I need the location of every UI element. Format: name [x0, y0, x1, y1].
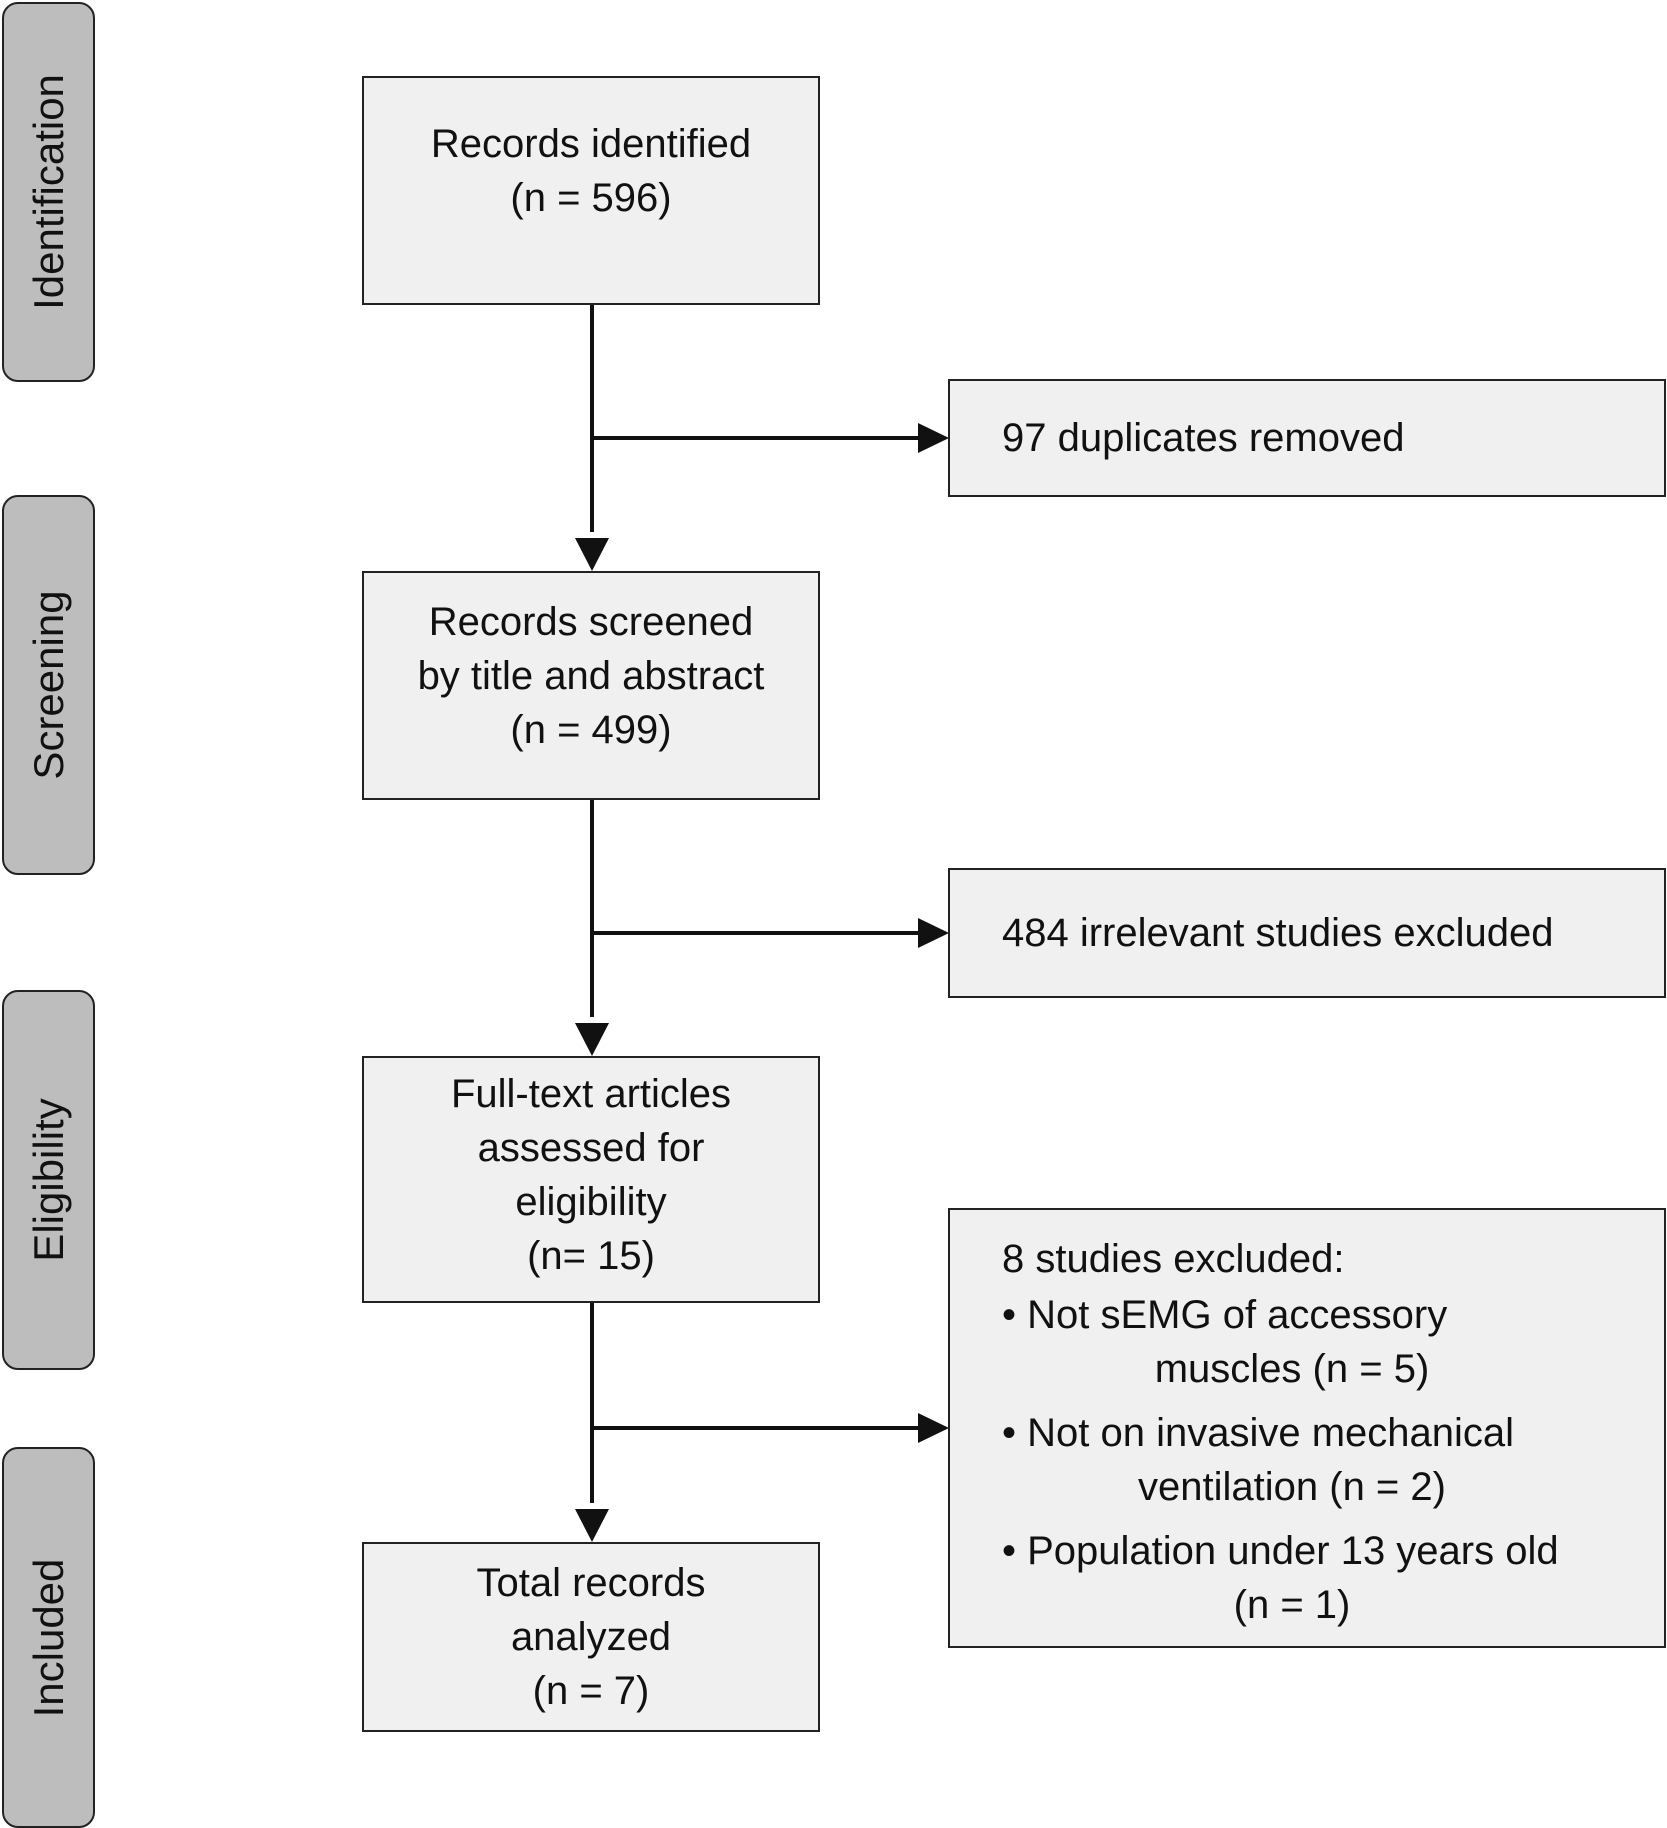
- box-studies-excluded: 8 studies excluded: • Not sEMG of access…: [948, 1208, 1666, 1648]
- box-records-screened: Records screened by title and abstract (…: [362, 571, 820, 800]
- box-fulltext-assessed: Full-text articles assessed for eligibil…: [362, 1056, 820, 1303]
- records-screened-count: (n = 499): [510, 707, 672, 752]
- records-screened-label: Records screened: [428, 599, 754, 644]
- box-total-analyzed: Total records analyzed (n = 7): [362, 1542, 820, 1732]
- box-records-identified: Records identified (n = 596): [362, 76, 820, 305]
- excluded-reason-2: • Not on invasive mechanical: [1002, 1411, 1515, 1455]
- total-analyzed-line1: Total records: [476, 1561, 706, 1605]
- excluded-reason-3-count: (n = 1): [1233, 1583, 1351, 1627]
- total-analyzed-count: (n = 7): [532, 1669, 650, 1713]
- phase-identification: Identification: [2, 2, 95, 382]
- records-screened-method: by title and abstract: [417, 653, 765, 698]
- arrowhead-irrelevant: [918, 918, 949, 948]
- arrowhead-excluded: [918, 1413, 949, 1443]
- fulltext-line1: Full-text articles: [450, 1071, 732, 1116]
- records-identified-count: (n = 596): [510, 175, 672, 220]
- fulltext-line3: eligibility: [515, 1179, 667, 1224]
- arrowhead-duplicates: [918, 423, 949, 453]
- irrelevant-excluded-text: 484 irrelevant studies excluded: [1002, 911, 1554, 955]
- excluded-reason-3: • Population under 13 years old: [1002, 1529, 1559, 1573]
- phase-screening: Screening: [2, 495, 95, 875]
- phase-included: Included: [2, 1447, 95, 1828]
- box-irrelevant-excluded: 484 irrelevant studies excluded: [948, 868, 1666, 998]
- fulltext-line2: assessed for: [477, 1125, 705, 1170]
- excluded-reason-1: • Not sEMG of accessory: [1002, 1293, 1448, 1337]
- excluded-heading: 8 studies excluded:: [1002, 1237, 1345, 1281]
- fulltext-count: (n= 15): [527, 1233, 655, 1278]
- excluded-reason-1-count: muscles (n = 5): [1154, 1347, 1430, 1391]
- arrowhead-fulltext: [575, 1023, 609, 1056]
- arrowhead-analyzed: [575, 1509, 609, 1542]
- box-duplicates-removed: 97 duplicates removed: [948, 379, 1666, 497]
- phase-eligibility: Eligibility: [2, 990, 95, 1370]
- total-analyzed-line2: analyzed: [510, 1615, 672, 1659]
- duplicates-removed-text: 97 duplicates removed: [1002, 416, 1405, 460]
- excluded-reason-2-count: ventilation (n = 2): [1138, 1465, 1446, 1509]
- records-identified-label: Records identified: [430, 121, 752, 166]
- arrowhead-screened: [575, 538, 609, 571]
